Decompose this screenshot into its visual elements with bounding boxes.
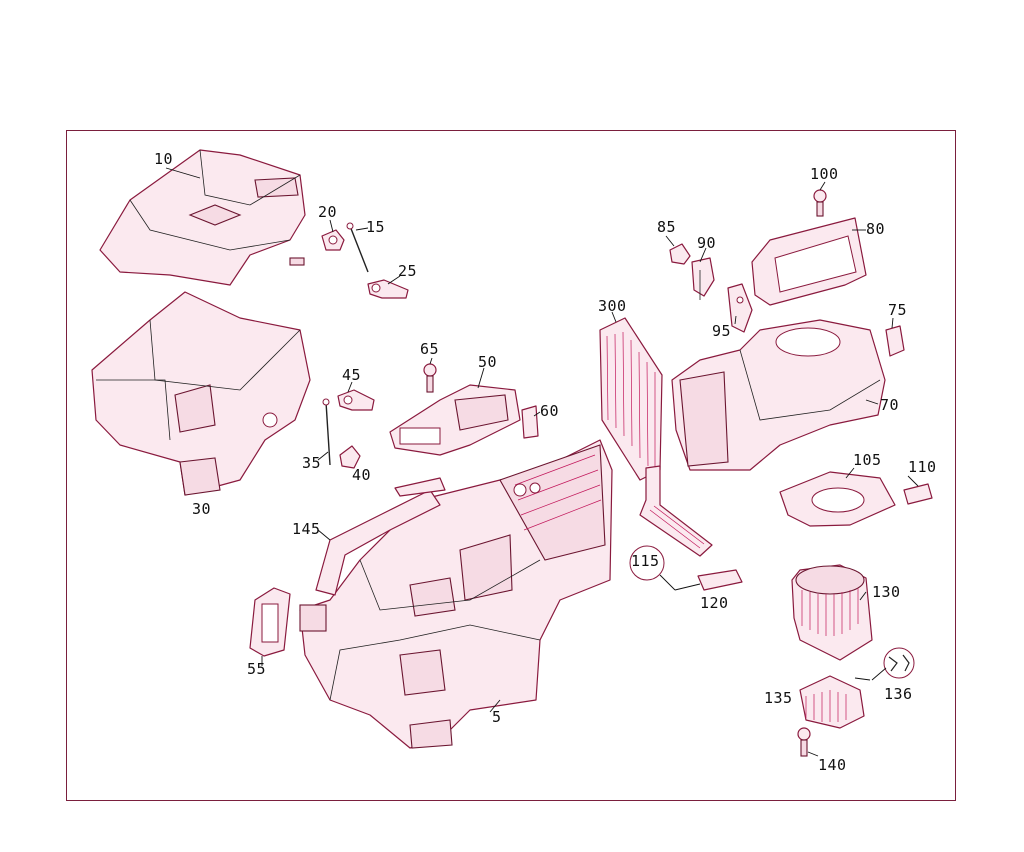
part-115-channel	[629, 465, 713, 581]
callout-120: 120	[700, 594, 729, 612]
part-5-main-housing	[299, 439, 613, 749]
part-100-screw	[813, 189, 827, 217]
part-75-seal	[885, 325, 905, 357]
part-60-clip	[521, 405, 539, 439]
callout-5: 5	[492, 708, 502, 726]
callout-85: 85	[657, 218, 677, 236]
part-30-lower-housing	[91, 291, 311, 496]
callout-45: 45	[342, 366, 362, 384]
callout-35: 35	[302, 454, 322, 472]
part-10-upper-housing	[99, 149, 306, 286]
callout-145: 145	[292, 520, 321, 538]
callout-75: 75	[888, 301, 908, 319]
part-65-screw	[423, 363, 437, 393]
part-145-bracket	[315, 477, 446, 596]
callout-105: 105	[853, 451, 882, 469]
part-300-filter	[599, 317, 663, 481]
part-50-duct	[389, 384, 521, 456]
callout-95: 95	[712, 322, 732, 340]
callout-90: 90	[697, 234, 717, 252]
callout-115: 115	[631, 552, 660, 570]
callout-135: 135	[764, 689, 793, 707]
diagram-frame	[66, 130, 956, 801]
callout-15: 15	[366, 218, 386, 236]
callout-70: 70	[880, 396, 900, 414]
part-95-clip	[727, 283, 753, 333]
callout-55: 55	[247, 660, 267, 678]
callout-60: 60	[540, 402, 560, 420]
part-20-knob	[321, 229, 345, 251]
part-35-link-rod	[322, 398, 331, 466]
part-135-resistor	[799, 675, 865, 729]
part-110-connector	[903, 483, 933, 505]
part-55-frame	[249, 587, 291, 657]
callout-80: 80	[866, 220, 886, 238]
part-25-actuator	[367, 279, 409, 299]
callout-130: 130	[872, 583, 901, 601]
callout-25: 25	[398, 262, 418, 280]
part-45-servo	[337, 389, 375, 411]
callout-65: 65	[420, 340, 440, 358]
part-130-blower-motor	[791, 564, 873, 661]
callout-50: 50	[478, 353, 498, 371]
callout-100: 100	[810, 165, 839, 183]
part-120-clip	[697, 569, 743, 591]
part-90-sensor	[691, 257, 715, 300]
part-40-clip	[339, 445, 361, 469]
part-140-screw	[797, 727, 811, 757]
leader-lines	[165, 167, 919, 757]
part-80-filter-cover	[751, 217, 867, 306]
part-136-wrench-symbol	[883, 647, 915, 679]
callout-20: 20	[318, 203, 338, 221]
part-105-blower-cover	[779, 471, 896, 527]
callout-10: 10	[154, 150, 174, 168]
callout-40: 40	[352, 466, 372, 484]
callout-136: 136	[884, 685, 913, 703]
callout-140: 140	[818, 756, 847, 774]
part-15-rod	[346, 222, 369, 273]
callout-110: 110	[908, 458, 937, 476]
callout-30: 30	[192, 500, 212, 518]
part-70-blower-housing	[671, 319, 886, 471]
callout-300: 300	[598, 297, 627, 315]
part-85-plug	[669, 243, 691, 265]
